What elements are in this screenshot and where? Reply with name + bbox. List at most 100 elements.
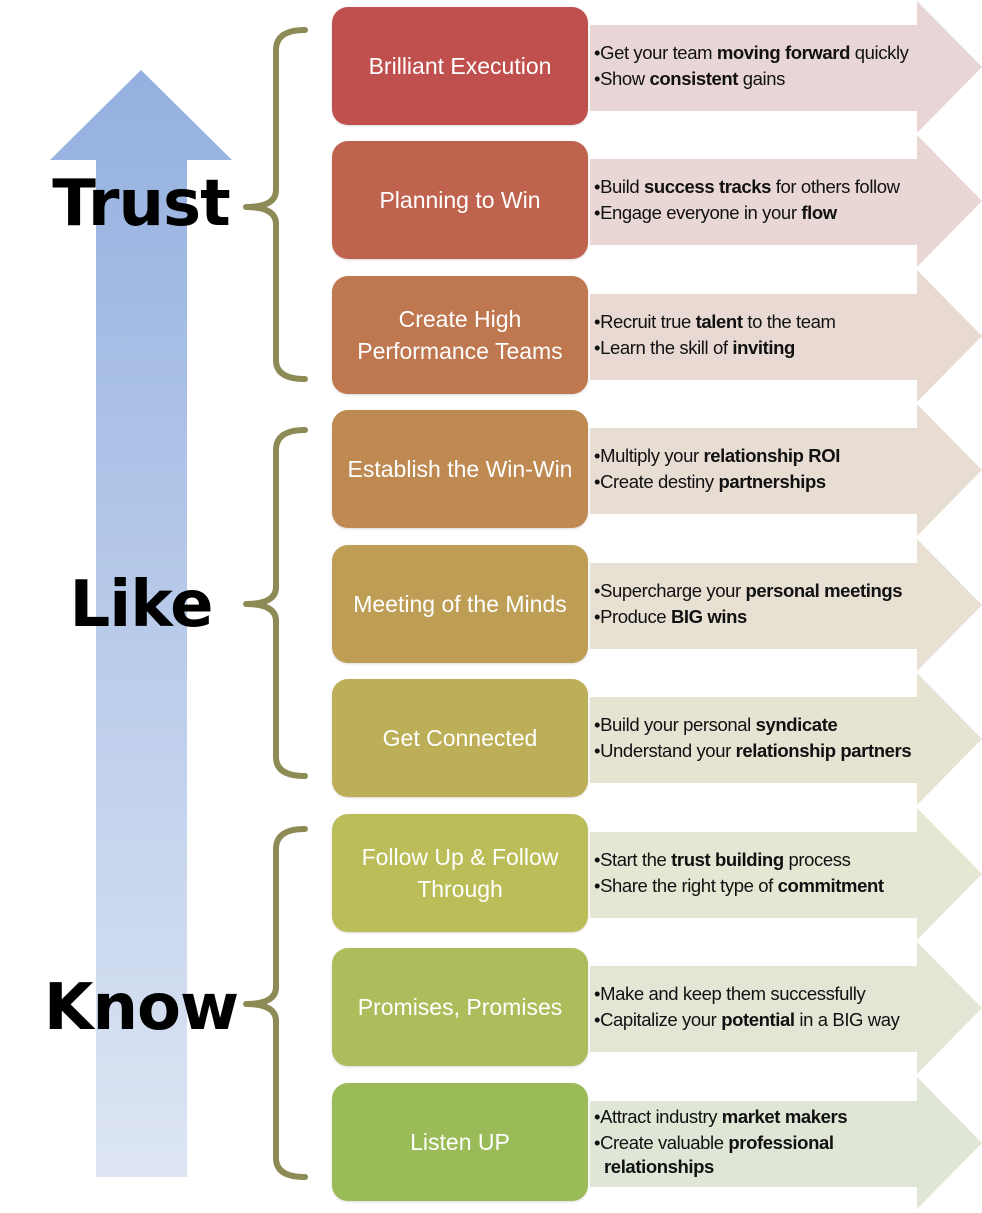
- bullet-emphasis: success tracks: [643, 176, 772, 197]
- bullet-item: •Attract industry market makers: [594, 1106, 848, 1127]
- step-arrow-shape: [590, 1, 982, 133]
- step-arrow: [590, 673, 982, 805]
- step-arrow-shape: [590, 270, 982, 402]
- trust-bracket: [243, 27, 308, 382]
- step-arrow-shape: [590, 539, 982, 671]
- step-box: Promises, Promises: [332, 948, 588, 1066]
- know-bracket: [243, 826, 308, 1180]
- like-bracket: [243, 427, 308, 779]
- bullet-text: Show: [600, 68, 650, 89]
- bullet-text: Start the: [600, 849, 672, 870]
- bullet-item: •Produce BIG wins: [594, 606, 747, 627]
- bullet-text: Make and keep them successfully: [600, 983, 866, 1004]
- bullet-item: •Capitalize your potential in a BIG way: [594, 1009, 900, 1030]
- bullet-item: •Create destiny partnerships: [594, 471, 827, 492]
- step-arrow: [590, 808, 982, 940]
- step-arrow: [590, 270, 982, 402]
- bullet-text: Build: [600, 176, 644, 197]
- bullet-emphasis: potential: [721, 1009, 795, 1030]
- bullet-text: Get your team: [600, 42, 717, 63]
- bullet-emphasis: syndicate: [755, 714, 838, 735]
- bullet-text: to the team: [742, 311, 836, 332]
- bullet-item: •Start the trust building process: [594, 849, 851, 870]
- bullet-emphasis: talent: [695, 311, 743, 332]
- bullet-emphasis: moving forward: [716, 42, 851, 63]
- bullet-text: Create valuable: [600, 1132, 729, 1153]
- step-bullets: •Start the trust building process •Share …: [594, 814, 924, 932]
- bullet-emphasis: inviting: [732, 337, 795, 358]
- bullet-text: Multiply your: [600, 445, 704, 466]
- bullet-emphasis: trust building: [671, 849, 784, 870]
- bullet-item: •Get your team moving forward quickly: [594, 42, 909, 63]
- step-arrow-shape: [590, 673, 982, 805]
- bullet-item: •Engage everyone in your flow: [594, 202, 837, 223]
- bullet-emphasis: commitment: [777, 875, 884, 896]
- bullet-text: for others follow: [771, 176, 900, 197]
- bullet-text: Learn the skill of: [600, 337, 733, 358]
- step-box: Meeting of the Minds: [332, 545, 588, 663]
- level-label-know: Know: [43, 971, 239, 1045]
- bullet-text: Attract industry: [600, 1106, 722, 1127]
- bullet-text: Understand your: [600, 740, 736, 761]
- upward-progress-arrow: [50, 70, 232, 1177]
- bullet-item: •Recruit true talent to the team: [594, 311, 836, 332]
- step-box: Planning to Win: [332, 141, 588, 259]
- step-arrow-shape: [590, 808, 982, 940]
- step-row: Planning to Win•Build success tracks for…: [332, 135, 982, 271]
- step-bullets: •Get your team moving forward quickly•Sh…: [594, 7, 924, 125]
- bullet-item: •Learn the skill of inviting: [594, 337, 795, 358]
- bullet-text: Recruit true: [600, 311, 696, 332]
- bullet-emphasis: relationship partners: [735, 740, 912, 761]
- bullet-text: quickly: [850, 42, 909, 63]
- bullet-item: •Build your personal syndicate: [594, 714, 838, 735]
- bullet-text: Supercharge your: [600, 580, 746, 601]
- bullet-emphasis: BIG wins: [670, 606, 747, 627]
- step-row: Establish the Win-Win•Multiply your rela…: [332, 404, 982, 540]
- step-row: Promises, Promises •Make and keep them su…: [332, 942, 982, 1078]
- step-bullets: •Supercharge your personal meetings •Prod…: [594, 545, 924, 663]
- bullet-item: •Share the right type of commitment: [594, 875, 884, 896]
- step-arrow-shape: [590, 1077, 982, 1209]
- level-label-like: Like: [69, 568, 214, 642]
- step-arrow: [590, 942, 982, 1074]
- step-bullets: •Build your personal syndicate •Understan…: [594, 679, 924, 797]
- step-arrow-shape: [590, 135, 982, 267]
- step-box: Brilliant Execution: [332, 7, 588, 125]
- bullet-item: •Supercharge your personal meetings: [594, 580, 903, 601]
- bullet-text: Share the right type of: [600, 875, 778, 896]
- bullet-emphasis: partnerships: [718, 471, 827, 492]
- bullet-text: process: [783, 849, 851, 870]
- level-label-trust: Trust: [52, 167, 230, 241]
- bullet-item: •Understand your relationship partners: [594, 740, 912, 761]
- step-row: Listen UP•Attract industry market makers…: [332, 1077, 982, 1213]
- step-box: Listen UP: [332, 1083, 588, 1201]
- bullet-emphasis: relationship ROI: [703, 445, 840, 466]
- bullet-text: in a BIG way: [794, 1009, 900, 1030]
- step-bullets: •Multiply your relationship ROI •Create d…: [594, 410, 924, 528]
- step-arrow: [590, 1077, 982, 1209]
- step-arrow: [590, 404, 982, 536]
- bullet-emphasis: consistent: [649, 68, 739, 89]
- bullet-item: •Build success tracks for others follow: [594, 176, 900, 197]
- bullet-text: Build your personal: [600, 714, 756, 735]
- step-box: Follow Up & Follow Through: [332, 814, 588, 932]
- bullet-text: gains: [738, 68, 786, 89]
- bullet-text: Create destiny: [600, 471, 719, 492]
- step-arrow: [590, 135, 982, 267]
- bullet-emphasis: personal meetings: [745, 580, 903, 601]
- step-bullets: •Build success tracks for others follow •…: [594, 141, 924, 259]
- bullet-item: •Make and keep them successfully: [594, 983, 866, 1004]
- step-arrow: [590, 1, 982, 133]
- bullet-item: •Create valuable professional relationsh…: [594, 1132, 834, 1177]
- step-arrow-shape: [590, 942, 982, 1074]
- step-bullets: •Attract industry market makers •Create v…: [594, 1083, 924, 1201]
- step-box: Create High Performance Teams: [332, 276, 588, 394]
- bullet-emphasis: flow: [801, 202, 837, 223]
- step-row: Get Connected•Build your personal syndic…: [332, 673, 982, 809]
- bullet-text: Engage everyone in your: [600, 202, 802, 223]
- step-arrow: [590, 539, 982, 671]
- bullet-item: •Multiply your relationship ROI: [594, 445, 840, 466]
- bullet-emphasis: professional relationships: [604, 1132, 834, 1177]
- step-row: Brilliant Execution•Get your team moving…: [332, 1, 982, 137]
